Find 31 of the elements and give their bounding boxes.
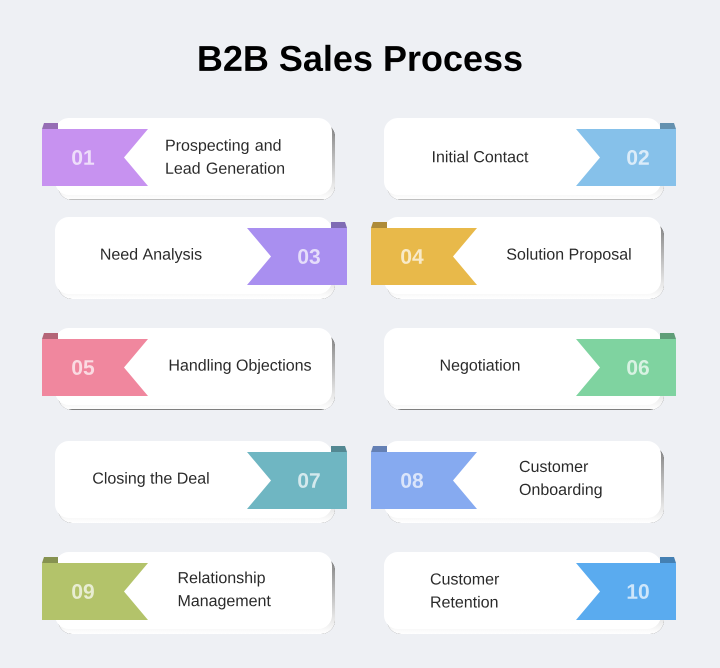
ribbon-banner: 05 [42,333,148,396]
step-label: Initial Contact [433,150,528,162]
step-label: Customer Onboarding [520,460,602,498]
step-card [384,552,676,634]
step-label: Customer Retention [430,573,500,608]
step-label: Closing the Deal [93,472,209,487]
step-card [384,118,676,200]
title: B2B Sales Process [199,44,522,72]
step-label: Negotiation [440,359,520,374]
step-card [55,441,347,523]
step-card [42,328,335,410]
step-card [42,552,335,634]
ribbon-banner: 02 [576,123,676,186]
step-card [371,441,664,523]
step-card [384,328,676,410]
step-label: Prospecting and Lead Generation [166,139,284,174]
step-label: Need Analysis [101,248,202,263]
ribbon-banner: 07 [247,446,347,509]
step-card [55,217,347,299]
step-label: Solution Proposal [507,248,631,263]
ribbon-banner: 04 [371,222,477,285]
ribbon-banner: 01 [42,123,148,186]
ribbon-banner: 03 [247,222,347,285]
ribbon-banner: 09 [42,557,148,620]
step-card [371,217,664,299]
ribbon-banner: 06 [576,333,676,396]
step-card [42,118,335,200]
ribbon-banner: 10 [576,557,676,620]
ribbon-banner: 08 [371,446,477,509]
step-label: Handling Objections [170,359,311,374]
step-label: Relationship Management [178,572,271,610]
